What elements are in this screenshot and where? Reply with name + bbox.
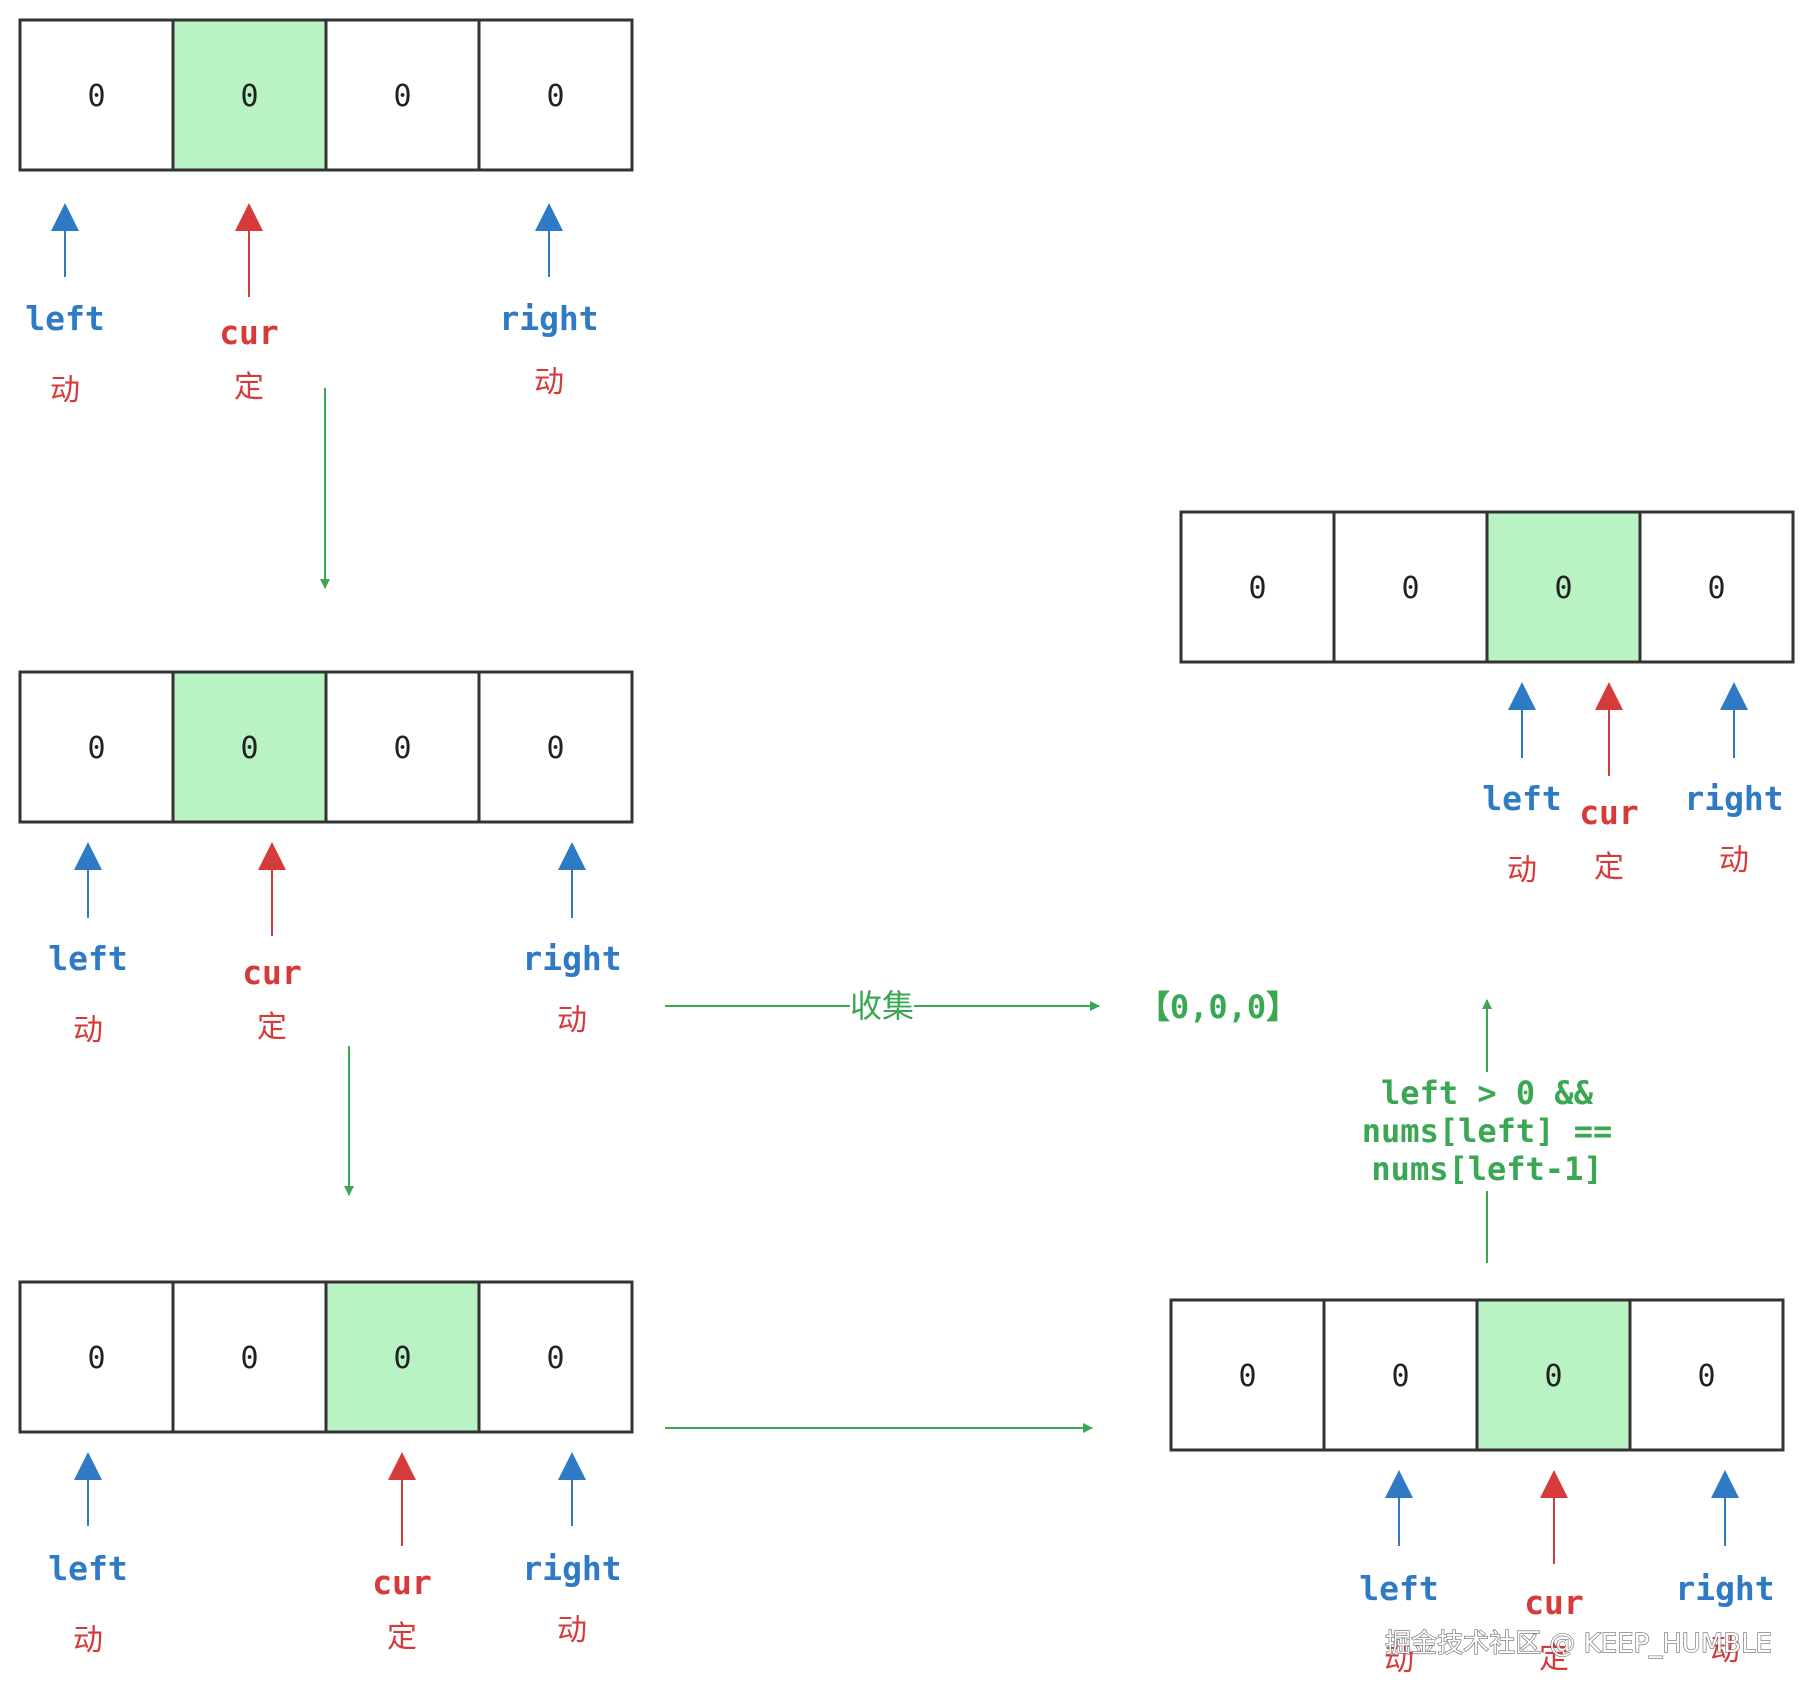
array-cell-value: 0 — [393, 79, 411, 114]
left-pointer-label: left — [25, 299, 104, 338]
array-cell-value: 0 — [1401, 571, 1419, 606]
array-cell-highlighted — [171, 670, 328, 824]
array-cell-value: 0 — [546, 1341, 564, 1376]
array-cell — [1179, 510, 1336, 664]
cur-pointer-state: 定 — [387, 1620, 417, 1655]
cur-pointer-state: 定 — [1594, 850, 1624, 885]
array-cell — [171, 1280, 328, 1434]
array-cell-value: 0 — [240, 79, 258, 114]
array-step5: 0 0 0 0 left 动 cur 定 right 动 — [1169, 1298, 1785, 1678]
array-cell — [1638, 510, 1795, 664]
array-cell-value: 0 — [1391, 1359, 1409, 1394]
array-cell-value: 0 — [87, 1341, 105, 1376]
array-cell — [324, 18, 481, 172]
cur-pointer-arrow-icon — [258, 842, 286, 870]
left-pointer-label: left — [48, 939, 127, 978]
cur-pointer-arrow-icon — [1595, 682, 1623, 710]
cur-pointer-state: 定 — [1539, 1641, 1569, 1676]
array-cell — [324, 670, 481, 824]
array-cell-value: 0 — [240, 1341, 258, 1376]
array-cell — [18, 1280, 175, 1434]
array-cell — [1169, 1298, 1326, 1452]
array-cell-value: 0 — [1544, 1359, 1562, 1394]
left-pointer-state: 动 — [1384, 1643, 1414, 1678]
right-pointer-state: 动 — [557, 1003, 587, 1038]
array-cell — [18, 18, 175, 172]
array-cell-value: 0 — [393, 1341, 411, 1376]
array-cell — [1322, 1298, 1479, 1452]
array-cell-value: 0 — [1697, 1359, 1715, 1394]
right-pointer-label: right — [1684, 779, 1783, 818]
array-cell-value: 0 — [87, 731, 105, 766]
array-cell — [1332, 510, 1489, 664]
watermark: 掘金技术社区 @ KEEP_HUMBLE — [1385, 1629, 1772, 1659]
condition-line-1: left > 0 && — [1381, 1074, 1594, 1112]
left-pointer-arrow-icon — [1385, 1470, 1413, 1498]
array-step2: 0 0 0 0 left 动 cur 定 right 动 — [18, 670, 634, 1048]
right-pointer-label: right — [522, 939, 621, 978]
cur-pointer-label: cur — [219, 313, 279, 352]
array-cell-value: 0 — [1554, 571, 1572, 606]
cur-pointer-arrow-icon — [235, 203, 263, 231]
right-pointer-arrow-icon — [1720, 682, 1748, 710]
right-pointer-state: 动 — [1710, 1633, 1740, 1668]
cur-pointer-label: cur — [372, 1563, 432, 1602]
right-pointer-state: 动 — [534, 365, 564, 400]
right-pointer-label: right — [522, 1549, 621, 1588]
array-cell-highlighted — [1475, 1298, 1632, 1452]
result-label: 【0,0,0】 — [1138, 988, 1298, 1026]
cur-pointer-arrow-icon — [388, 1452, 416, 1480]
cur-pointer-label: cur — [1524, 1583, 1584, 1622]
right-pointer-arrow-icon — [558, 842, 586, 870]
array-cell-value: 0 — [1248, 571, 1266, 606]
cur-pointer-state: 定 — [257, 1010, 287, 1045]
array-cell — [477, 18, 634, 172]
array-cell-value: 0 — [1707, 571, 1725, 606]
left-pointer-label: left — [1482, 779, 1561, 818]
right-pointer-state: 动 — [557, 1613, 587, 1648]
array-step1: 0 0 0 0 left 动 cur 定 right 动 — [18, 18, 634, 408]
cur-pointer-arrow-icon — [1540, 1470, 1568, 1498]
array-cell-value: 0 — [87, 79, 105, 114]
array-cell-value: 0 — [393, 731, 411, 766]
left-pointer-label: left — [1359, 1569, 1438, 1608]
left-pointer-arrow-icon — [74, 842, 102, 870]
array-cell-value: 0 — [546, 79, 564, 114]
left-pointer-arrow-icon — [74, 1452, 102, 1480]
array-cell — [477, 670, 634, 824]
array-step3: 0 0 0 0 left 动 cur 定 right 动 — [18, 1280, 634, 1658]
right-pointer-label: right — [499, 299, 598, 338]
right-pointer-state: 动 — [1719, 843, 1749, 878]
left-pointer-state: 动 — [73, 1013, 103, 1048]
collect-label: 收集 — [850, 987, 914, 1025]
condition-line-3: nums[left-1] — [1371, 1150, 1602, 1188]
right-pointer-arrow-icon — [1711, 1470, 1739, 1498]
array-cell-highlighted — [171, 18, 328, 172]
left-pointer-state: 动 — [50, 373, 80, 408]
left-pointer-label: left — [48, 1549, 127, 1588]
condition-line-2: nums[left] == — [1362, 1112, 1612, 1150]
right-pointer-arrow-icon — [558, 1452, 586, 1480]
cur-pointer-label: cur — [1579, 793, 1639, 832]
left-pointer-arrow-icon — [1508, 682, 1536, 710]
left-pointer-state: 动 — [73, 1623, 103, 1658]
right-pointer-label: right — [1675, 1569, 1774, 1608]
left-pointer-arrow-icon — [51, 203, 79, 231]
array-cell-value: 0 — [546, 731, 564, 766]
array-step4: 0 0 0 0 left 动 cur 定 right 动 — [1179, 510, 1795, 888]
array-cell-highlighted — [1485, 510, 1642, 664]
cur-pointer-state: 定 — [234, 370, 264, 405]
flow-arrows: 收集 【0,0,0】 left > 0 && nums[left] == num… — [320, 388, 1612, 1433]
right-pointer-arrow-icon — [535, 203, 563, 231]
cur-pointer-label: cur — [242, 953, 302, 992]
array-cell — [477, 1280, 634, 1434]
array-cell — [1628, 1298, 1785, 1452]
left-pointer-state: 动 — [1507, 853, 1537, 888]
array-cell-value: 0 — [1238, 1359, 1256, 1394]
array-cell-highlighted — [324, 1280, 481, 1434]
array-cell-value: 0 — [240, 731, 258, 766]
